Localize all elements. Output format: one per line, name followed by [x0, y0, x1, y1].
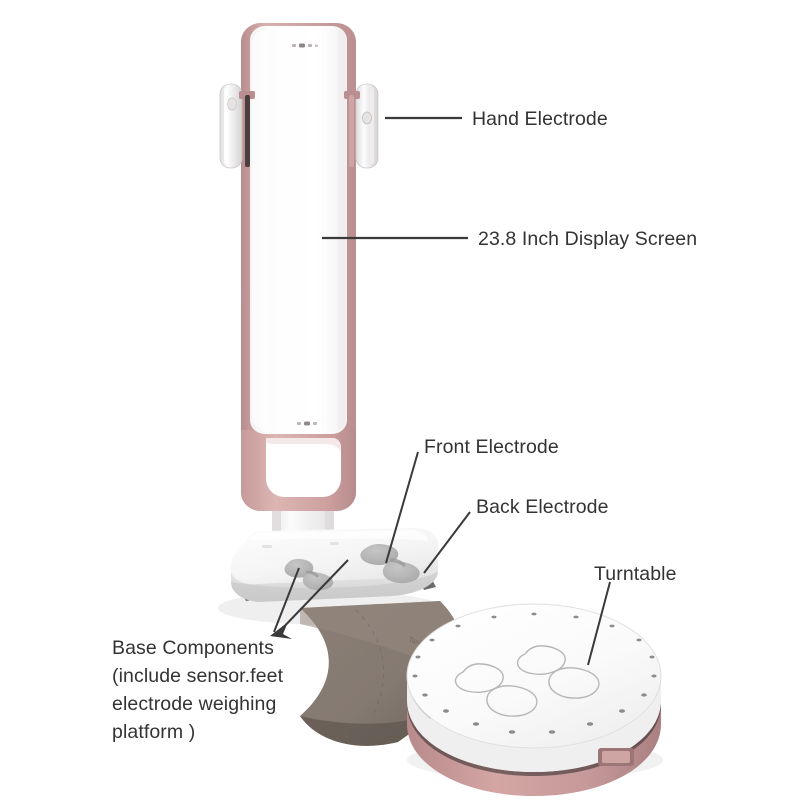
leader-front-electrode — [385, 451, 419, 564]
callout-base-components: Base Components (include sensor.feet ele… — [112, 634, 327, 746]
leader-lines — [270, 116, 611, 666]
deck-marker — [262, 545, 272, 548]
leader-base-branch-a — [273, 567, 300, 633]
deck-marker — [330, 542, 339, 545]
sensor-strip-bottom — [297, 421, 317, 426]
leader-back-electrode — [423, 511, 471, 574]
display-tower — [241, 23, 356, 511]
callout-back-electrode: Back Electrode — [476, 496, 609, 518]
side-button[interactable] — [241, 286, 244, 308]
callout-base-line-4: platform ) — [112, 721, 196, 743]
leader-base-branch-b — [276, 559, 349, 635]
leader-turntable — [587, 581, 611, 666]
callout-base-line-2: (include sensor.feet — [112, 665, 284, 687]
turntable-dot-ring — [412, 612, 657, 734]
callout-base-line-1: Base Components — [112, 637, 274, 659]
foot-electrode-back[interactable] — [360, 544, 420, 584]
callout-base-line-3: electrode weighing — [112, 693, 277, 715]
hand-electrode-right[interactable] — [344, 83, 379, 169]
turntable-footprint-right — [516, 645, 600, 699]
callout-turntable: Turntable — [594, 563, 677, 585]
leader-base-arrowhead — [270, 622, 292, 639]
hand-electrode-left[interactable] — [219, 83, 255, 169]
turntable-disc[interactable] — [406, 603, 662, 796]
handle-cutout — [241, 430, 356, 511]
callout-hand-electrode: Hand Electrode — [472, 108, 608, 130]
callout-front-electrode: Front Electrode — [424, 436, 559, 458]
weighing-platform — [230, 528, 439, 602]
turntable-footprint-left — [454, 663, 538, 717]
sensor-strip-top — [292, 43, 318, 48]
callout-display-screen: 23.8 Inch Display Screen — [478, 228, 698, 250]
